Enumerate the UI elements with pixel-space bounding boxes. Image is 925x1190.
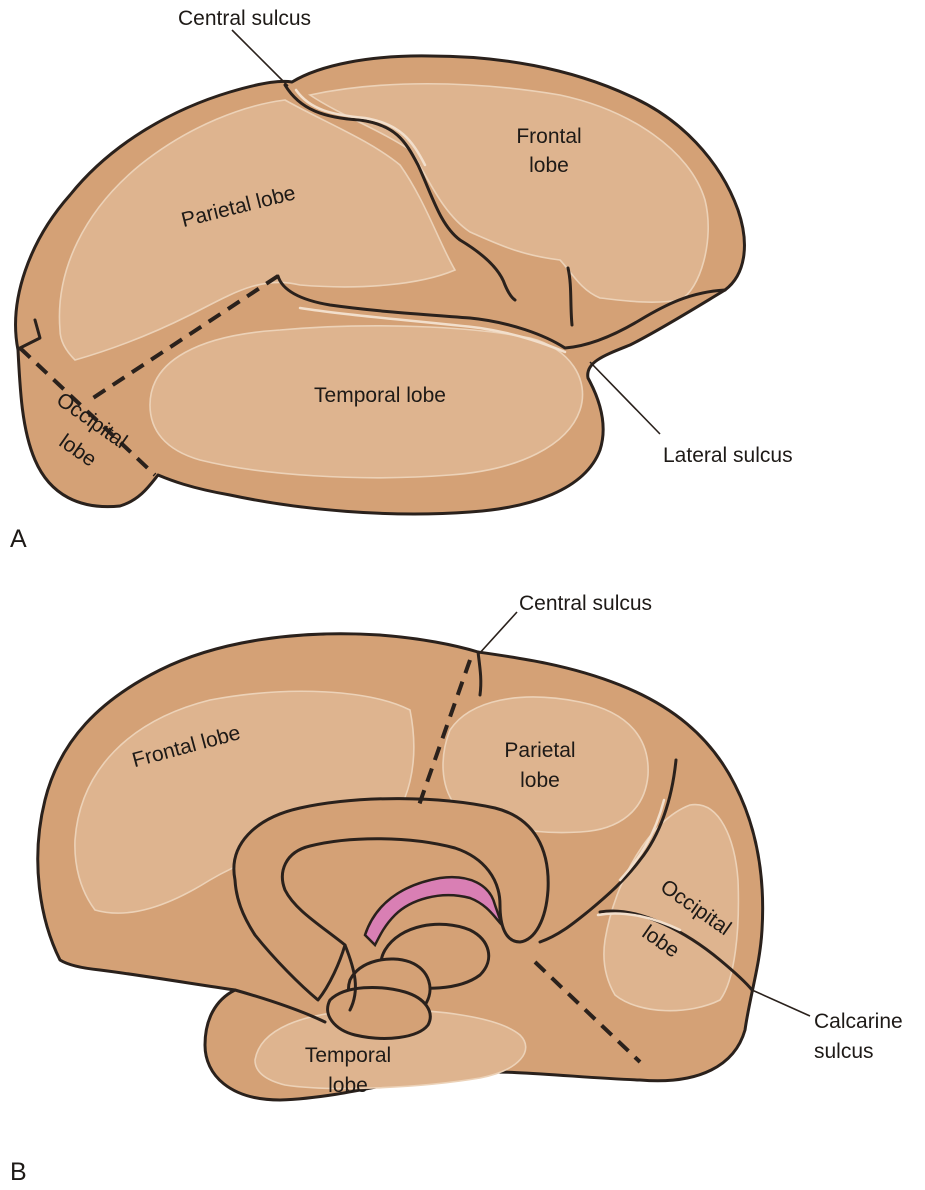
central-sulcus-leader-b bbox=[477, 611, 518, 656]
corpus-callosum bbox=[232, 797, 550, 1002]
hippocampal-band bbox=[363, 875, 504, 948]
central-sulcus-notch-b bbox=[476, 650, 483, 697]
central-sulcus-lateral bbox=[283, 83, 517, 302]
lateral-sulcus-highlight bbox=[298, 306, 567, 354]
lateral-sulcus-leader-a bbox=[589, 361, 661, 435]
central-sulcus-label-b: Central sulcus bbox=[519, 592, 652, 615]
parietal-lobe-label-b-line1: Parietal bbox=[504, 739, 575, 762]
frontal-lobe-label-a-line1: Frontal bbox=[516, 125, 581, 148]
temporal-lobe-region bbox=[149, 325, 584, 479]
calcarine-sulcus-line bbox=[598, 909, 754, 992]
calcarine-highlight bbox=[596, 912, 682, 932]
panel-label-a: A bbox=[10, 525, 27, 553]
temporal-lobe-label-a: Temporal lobe bbox=[314, 384, 446, 407]
parietal-lobe-region bbox=[58, 99, 457, 361]
calcarine-sulcus-label-b-line2: sulcus bbox=[814, 1040, 874, 1063]
panel-a-lateral-view: Central sulcus Frontal lobe Parietal lob… bbox=[10, 7, 793, 553]
central-sulcus-boundary-b bbox=[416, 659, 472, 809]
calcarine-sulcus-label-b-line1: Calcarine bbox=[814, 1010, 903, 1033]
temporo-occipital-boundary bbox=[533, 960, 642, 1064]
parieto-temporal-boundary bbox=[88, 274, 280, 402]
central-sulcus-highlight bbox=[294, 88, 427, 167]
parieto-occipital-sulcus bbox=[538, 758, 678, 944]
central-sulcus-label-a: Central sulcus bbox=[178, 7, 311, 30]
panel-b-medial-view: Central sulcus Frontal lobe Parietal lob… bbox=[10, 592, 903, 1186]
septal-line bbox=[343, 943, 357, 1012]
parieto-occipital-highlight bbox=[618, 798, 666, 882]
lateral-sulcus-label-a: Lateral sulcus bbox=[663, 444, 793, 467]
brainstem bbox=[326, 985, 432, 1040]
parieto-occipital-boundary bbox=[18, 346, 157, 477]
calcarine-sulcus-leader-b bbox=[751, 989, 811, 1017]
central-sulcus-leader-a bbox=[231, 29, 289, 87]
frontal-lobe-label-a-line2: lobe bbox=[529, 154, 569, 177]
lateral-sulcus-line bbox=[276, 274, 727, 350]
temporal-lobe-label-b-line2: lobe bbox=[328, 1074, 368, 1097]
temporal-lobe-label-b-line1: Temporal bbox=[305, 1044, 391, 1067]
precentral-notch bbox=[566, 266, 574, 327]
temporal-pole-line bbox=[233, 988, 327, 1024]
panel-label-b: B bbox=[10, 1158, 27, 1186]
frontal-lobe-region bbox=[307, 82, 709, 303]
parietal-lobe-label-b-line2: lobe bbox=[520, 769, 560, 792]
occipital-notch bbox=[18, 318, 42, 350]
